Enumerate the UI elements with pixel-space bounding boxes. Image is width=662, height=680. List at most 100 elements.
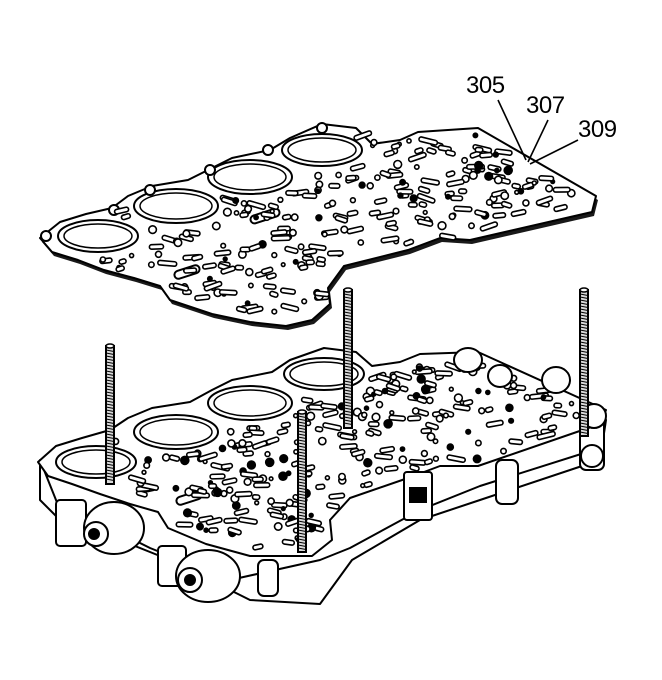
guide-pin-thread bbox=[343, 329, 353, 332]
orifice-hole bbox=[297, 243, 305, 251]
orifice-hole bbox=[552, 186, 571, 193]
guide-pin-thread bbox=[105, 454, 115, 457]
guide-pin-thread bbox=[579, 326, 589, 329]
guide-pin-thread bbox=[343, 302, 353, 305]
orifice-hole bbox=[432, 455, 440, 462]
orifice-hole bbox=[246, 305, 264, 315]
orifice-hole bbox=[301, 192, 318, 200]
guide-pin-thread bbox=[297, 484, 307, 487]
guide-pin-thread bbox=[105, 382, 115, 385]
guide-pin-thread bbox=[343, 293, 353, 296]
orifice-hole bbox=[198, 451, 218, 462]
orifice-hole bbox=[280, 421, 291, 429]
orifice-hole bbox=[448, 386, 454, 392]
plate-bolt-hole bbox=[262, 144, 274, 156]
orifice-hole bbox=[349, 162, 366, 172]
callout-leaders bbox=[497, 99, 579, 165]
guide-pin-thread bbox=[579, 410, 589, 413]
orifice-hole bbox=[244, 204, 253, 213]
orifice-hole bbox=[301, 248, 318, 256]
orifice-hole bbox=[363, 458, 371, 466]
guide-pin-thread bbox=[579, 425, 589, 428]
guide-pin-thread bbox=[579, 308, 589, 311]
guide-pin-thread bbox=[343, 368, 353, 371]
orifice-hole bbox=[326, 250, 344, 257]
orifice-hole bbox=[505, 403, 514, 413]
guide-pin-thread bbox=[105, 448, 115, 451]
guide-pin-thread bbox=[297, 430, 307, 433]
guide-pin-thread bbox=[343, 383, 353, 386]
guide-pin-thread bbox=[105, 466, 115, 469]
orifice-hole bbox=[416, 218, 434, 227]
guide-pin-thread bbox=[579, 428, 589, 431]
guide-pin-thread bbox=[105, 367, 115, 370]
guide-pin-thread bbox=[579, 359, 589, 362]
leader-307 bbox=[527, 119, 549, 163]
orifice-hole bbox=[277, 196, 284, 204]
guide-pin-tip bbox=[579, 287, 589, 293]
orifice-hole bbox=[238, 516, 258, 525]
orifice-hole bbox=[360, 411, 368, 419]
orifice-hole bbox=[284, 245, 299, 255]
orifice-hole bbox=[371, 412, 381, 422]
guide-pin-thread bbox=[297, 529, 307, 532]
guide-pin-thread bbox=[297, 508, 307, 511]
orifice-hole bbox=[373, 197, 388, 206]
orifice-hole bbox=[383, 465, 399, 473]
orifice-hole bbox=[227, 526, 242, 536]
callout-305: 305 bbox=[466, 72, 505, 99]
guide-pin-thread bbox=[343, 407, 353, 410]
valve-plug bbox=[541, 366, 571, 394]
orifice-hole bbox=[247, 282, 254, 289]
orifice-hole bbox=[417, 185, 431, 194]
guide-pin-thread bbox=[579, 350, 589, 353]
guide-pin-thread bbox=[343, 410, 353, 413]
orifice-hole bbox=[475, 387, 482, 395]
guide-pin-thread bbox=[343, 392, 353, 395]
orifice-hole bbox=[267, 202, 280, 211]
guide-pin-thread bbox=[343, 347, 353, 350]
orifice-hole bbox=[315, 483, 326, 491]
orifice-hole bbox=[253, 214, 259, 221]
guide-pin-thread bbox=[297, 433, 307, 436]
orifice-hole bbox=[373, 174, 381, 181]
orifice-hole bbox=[208, 527, 219, 534]
orifice-hole bbox=[461, 156, 469, 164]
body-bore-2-inner bbox=[139, 418, 213, 446]
guide-pin-thread bbox=[579, 413, 589, 416]
guide-pin-thread bbox=[343, 395, 353, 398]
guide-pin-thread bbox=[297, 448, 307, 451]
orifice-hole bbox=[118, 258, 127, 265]
guide-pin-thread bbox=[297, 460, 307, 463]
orifice-hole bbox=[385, 382, 401, 392]
guide-pin-thread bbox=[297, 454, 307, 457]
orifice-hole bbox=[279, 454, 289, 464]
guide-pin-thread bbox=[297, 544, 307, 547]
orifice-hole bbox=[492, 151, 499, 158]
orifice-hole bbox=[220, 196, 238, 207]
orifice-hole bbox=[315, 214, 323, 222]
orifice-hole bbox=[322, 409, 339, 419]
orifice-hole bbox=[326, 502, 340, 510]
guide-pin-thread bbox=[105, 469, 115, 472]
guide-pin-thread bbox=[579, 302, 589, 305]
orifice-hole bbox=[510, 208, 527, 218]
plate-orifice-pattern bbox=[99, 130, 576, 315]
orifice-hole bbox=[232, 197, 240, 205]
guide-pin-thread bbox=[343, 389, 353, 392]
guide-pin-thread bbox=[579, 353, 589, 356]
guide-pin-thread bbox=[579, 368, 589, 371]
body-bore-1-inner bbox=[61, 449, 131, 475]
guide-pin-thread bbox=[579, 335, 589, 338]
guide-pin-thread bbox=[579, 416, 589, 419]
guide-pin-thread bbox=[579, 332, 589, 335]
guide-pin-thread bbox=[297, 475, 307, 478]
orifice-hole bbox=[438, 232, 457, 241]
guide-pin-thread bbox=[105, 442, 115, 445]
orifice-hole bbox=[305, 411, 316, 421]
guide-pin-thread bbox=[579, 392, 589, 395]
guide-pin-thread bbox=[297, 535, 307, 538]
guide-pin-thread bbox=[297, 505, 307, 508]
